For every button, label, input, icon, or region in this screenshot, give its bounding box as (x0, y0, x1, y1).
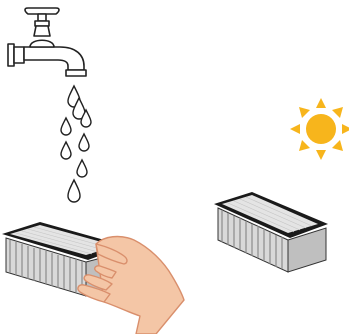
faucet-icon (7, 7, 87, 77)
water-drop-icon (60, 116, 72, 136)
water-drop-icon (72, 96, 86, 120)
water-drops (60, 84, 92, 203)
filter-right (214, 192, 328, 273)
water-drop-icon (67, 178, 81, 203)
sun-icon (290, 98, 349, 160)
water-drop-icon (80, 108, 92, 128)
water-drop-icon (76, 158, 88, 178)
hand-icon (77, 235, 185, 334)
water-drop-icon (78, 132, 90, 152)
water-drop-icon (60, 140, 72, 160)
